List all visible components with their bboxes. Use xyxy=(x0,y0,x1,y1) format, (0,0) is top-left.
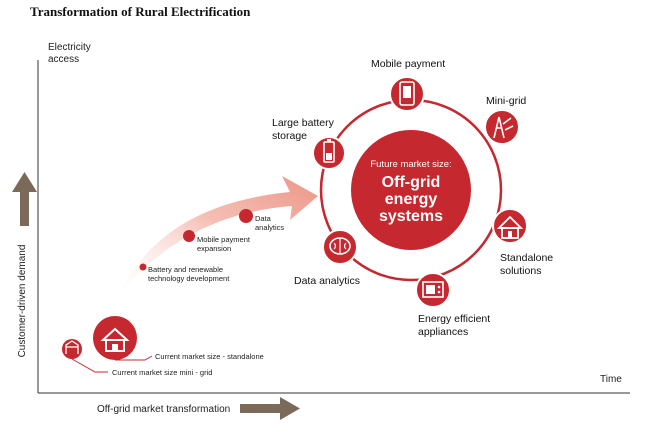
page-title: Transformation of Rural Electrification xyxy=(30,4,251,19)
up-arrow-icon xyxy=(12,172,37,226)
label-mobile-payment: Mobile payment xyxy=(371,58,446,70)
center-title-line2: energy xyxy=(384,191,438,208)
label-standalone-solutions: Standalone solutions xyxy=(500,252,554,277)
label-step-data-analytics: Data analytics xyxy=(255,214,285,232)
x-axis-label: Off-grid market transformation xyxy=(97,404,231,415)
label-step-mobile-payment-expansion: Mobile payment expansion xyxy=(197,235,250,253)
right-arrow-icon xyxy=(240,397,300,420)
center-title: Off-grid energy systems xyxy=(351,174,471,225)
leader-standalone xyxy=(115,355,153,361)
leader-mini-grid xyxy=(71,358,108,373)
standalone-house-icon xyxy=(492,208,528,244)
x-axis-end-label: Time xyxy=(600,374,622,385)
step-dot-data-analytics xyxy=(239,209,253,223)
label-step-battery-renewable: Battery and renewable technology develop… xyxy=(148,265,230,283)
center-circle xyxy=(351,130,471,250)
center-subtitle: Future market size: xyxy=(370,159,452,170)
battery-icon xyxy=(312,136,346,170)
label-data-analytics: Data analytics xyxy=(294,275,360,287)
brain-icon xyxy=(322,229,358,265)
step-dot-mobile-payment xyxy=(183,230,195,242)
label-current-standalone: Current market size - standalone xyxy=(155,352,264,361)
mobile-payment-icon xyxy=(389,76,425,112)
label-large-battery-storage: Large battery storage xyxy=(272,117,334,142)
y-axis-top-label: Electricity access xyxy=(48,42,91,65)
current-standalone-icon xyxy=(93,316,137,360)
label-current-mini-grid: Current market size mini - grid xyxy=(112,368,213,377)
growth-arrow xyxy=(118,176,318,296)
mini-grid-icon xyxy=(484,109,520,145)
y-axis-side-label: Customer-driven demand xyxy=(17,244,28,358)
appliance-icon xyxy=(415,272,451,308)
current-mini-grid-icon xyxy=(62,339,82,359)
center-title-line3: systems xyxy=(378,208,444,225)
center-title-line1: Off-grid xyxy=(381,174,441,191)
label-energy-efficient-appliances: Energy efficient appliances xyxy=(418,313,491,338)
label-mini-grid: Mini-grid xyxy=(486,95,527,107)
step-dot-battery xyxy=(139,263,147,271)
